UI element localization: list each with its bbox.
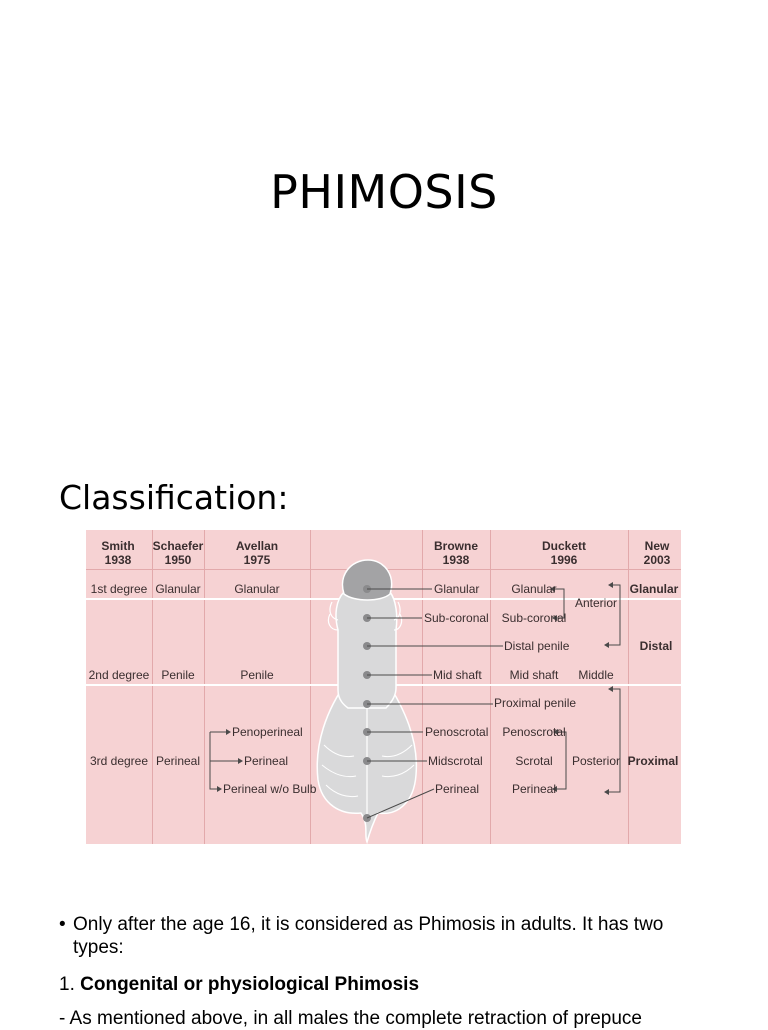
slide-title: PHIMOSIS <box>270 165 498 219</box>
new-cell: Glanular <box>629 582 679 596</box>
item-description: - As mentioned above, in all males the c… <box>59 1008 642 1029</box>
duckett-cell: Scrotal <box>515 754 553 768</box>
column-name: Schaefer <box>152 539 204 553</box>
new-cell: Proximal <box>627 754 679 768</box>
browne-cell: Distal penile <box>504 639 570 653</box>
column-header-schaefer: Schaefer 1950 <box>153 539 204 567</box>
smith-cell: 3rd degree <box>89 754 149 768</box>
column-name: New <box>644 539 670 553</box>
smith-cell: 2nd degree <box>88 668 150 682</box>
duckett-cell: Mid shaft <box>509 668 559 682</box>
classification-figure: Smith 1938 Schaefer 1950 Avellan 1975 Br… <box>86 530 681 844</box>
schaefer-cell: Perineal <box>155 754 201 768</box>
column-name: Duckett <box>541 539 587 553</box>
browne-cell: Penoscrotal <box>425 725 489 739</box>
anatomy-diagram <box>209 559 621 844</box>
column-name: Smith <box>101 539 135 553</box>
duckett-group-label: Middle <box>578 668 614 682</box>
grid-line <box>310 530 311 844</box>
browne-cell: Perineal <box>435 782 480 796</box>
bullet-icon: • <box>59 914 66 935</box>
column-year: 1975 <box>243 553 271 567</box>
duckett-group-label: Anterior <box>574 596 618 610</box>
column-year: 1996 <box>550 553 578 567</box>
numbered-item: 1. Congenital or physiological Phimosis <box>59 973 419 996</box>
column-name: Browne <box>433 539 479 553</box>
column-year: 1950 <box>164 553 192 567</box>
grid-line <box>422 530 423 844</box>
column-header-smith: Smith 1938 <box>101 539 134 567</box>
column-year: 1938 <box>442 553 470 567</box>
browne-cell: Proximal penile <box>494 696 577 710</box>
duckett-cell: Sub-coronal <box>501 611 567 625</box>
bullet-item: • Only after the age 16, it is considere… <box>59 913 719 959</box>
grid-line <box>152 530 153 844</box>
grid-line <box>204 530 205 844</box>
column-header-duckett: Duckett 1996 <box>542 539 586 567</box>
avellan-cell: Glanular <box>234 582 280 596</box>
schaefer-cell: Penile <box>161 668 195 682</box>
column-header-avellan: Avellan 1975 <box>236 539 278 567</box>
column-header-new: New 2003 <box>644 539 671 567</box>
smith-cell: 1st degree <box>90 582 148 596</box>
duckett-cell: Penoscrotal <box>502 725 566 739</box>
duckett-cell: Glanular <box>511 582 557 596</box>
duckett-cell: Perineal <box>511 782 557 796</box>
avellan-cell: Perineal <box>244 754 289 768</box>
browne-cell: Mid shaft <box>433 668 482 682</box>
browne-cell: Midscrotal <box>428 754 483 768</box>
column-header-browne: Browne 1938 <box>434 539 478 567</box>
item-number: 1. <box>59 974 75 995</box>
avellan-cell: Perineal w/o Bulb <box>223 782 317 796</box>
classification-heading: Classification: <box>59 478 289 517</box>
grid-line <box>490 530 491 844</box>
column-name: Avellan <box>235 539 279 553</box>
new-cell: Distal <box>639 639 673 653</box>
browne-cell: Sub-coronal <box>424 611 489 625</box>
item-title: Congenital or physiological Phimosis <box>80 974 420 995</box>
grid-line <box>628 530 629 844</box>
duckett-group-label: Posterior <box>571 754 621 768</box>
schaefer-cell: Glanular <box>155 582 201 596</box>
column-year: 2003 <box>643 553 671 567</box>
avellan-cell: Penile <box>240 668 274 682</box>
column-year: 1938 <box>104 553 132 567</box>
avellan-cell: Penoperineal <box>232 725 303 739</box>
browne-cell: Glanular <box>434 582 480 596</box>
bullet-text: Only after the age 16, it is considered … <box>73 914 664 958</box>
